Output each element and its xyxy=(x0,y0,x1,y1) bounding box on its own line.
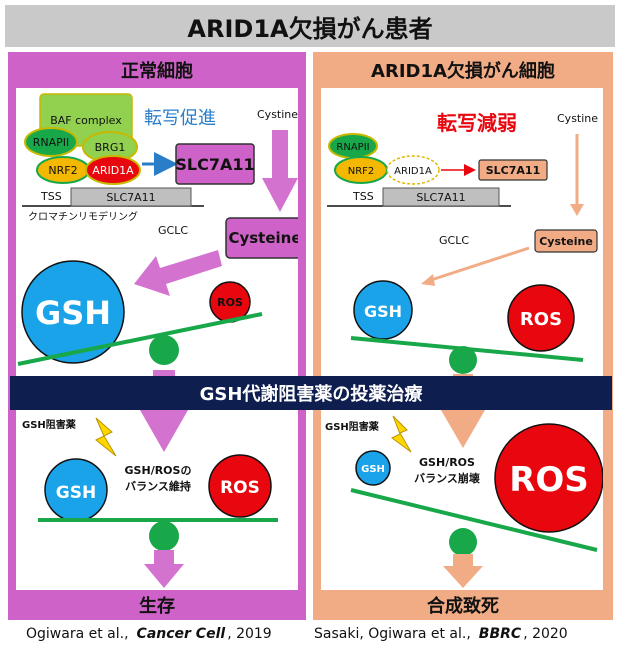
balance-maintained-line2: バランス維持 xyxy=(125,479,191,493)
citation-right-year: , 2020 xyxy=(523,626,568,642)
gsh-small-label: GSH xyxy=(361,464,385,475)
normal-cell-panel: 正常細胞 BAF complex RNAPII BRG1 NRF2 ARID1A xyxy=(8,52,306,620)
arid1a-label: ARID1A xyxy=(394,166,432,177)
gene-label: SLC7A11 xyxy=(106,191,155,204)
slc7a11-protein-box xyxy=(478,159,548,181)
rnapii-label: RNAPII xyxy=(336,142,369,153)
reduce-label: 転写減弱 xyxy=(437,111,517,135)
gclc-label: GCLC xyxy=(158,224,188,237)
ros-label: ROS xyxy=(217,296,243,309)
promote-label: 転写促進 xyxy=(144,108,216,129)
citation-right-authors: Sasaki, Ogiwara et al., xyxy=(314,626,471,642)
citation-right-journal: BBRC xyxy=(478,626,522,642)
survival-arrow-head xyxy=(144,564,184,588)
arid1a-deficient-diagram: RNAPII NRF2 ARID1A 転写減弱 SLC7A11 TSS SLC7… xyxy=(325,111,604,588)
lightning-icon xyxy=(95,417,117,457)
arid1a-deficient-footer: 合成致死 xyxy=(427,596,499,617)
cystine-arrow-head xyxy=(570,204,584,216)
slc7a11-protein-label: SLC7A11 xyxy=(486,164,540,177)
balance-collapse-line2: バランス崩壊 xyxy=(414,471,481,485)
balance-beam xyxy=(17,312,263,366)
normal-cell-footer: 生存 xyxy=(139,596,175,617)
cystine-label: Cystine xyxy=(257,108,298,121)
ros-small-circle xyxy=(208,454,272,518)
balance-collapse-line1: GSH/ROS xyxy=(419,456,475,469)
normal-cell-header: 正常細胞 xyxy=(121,61,193,82)
balance-pivot xyxy=(449,346,477,374)
brg1-label: BRG1 xyxy=(95,141,126,154)
inhibitor-label: GSH阻害薬 xyxy=(325,420,380,433)
normal-cell-diagram: BAF complex RNAPII BRG1 NRF2 ARID1A 転写促進… xyxy=(17,93,305,588)
gsh-small-label: GSH xyxy=(56,483,96,503)
balance-pivot-2 xyxy=(149,521,179,551)
ros-large-label: ROS xyxy=(509,460,589,500)
gene-box xyxy=(382,187,500,207)
balance-pivot xyxy=(149,335,179,365)
ros-label: ROS xyxy=(520,309,562,330)
arid1a-label: ARID1A xyxy=(92,164,134,177)
treatment-banner: GSH代謝阻害薬の投薬治療 xyxy=(10,376,612,410)
arid1a-deficient-content: RNAPII NRF2 ARID1A 転写減弱 SLC7A11 TSS SLC7… xyxy=(321,88,604,590)
gsh-label: GSH xyxy=(364,302,402,321)
gsh-circle xyxy=(21,260,125,364)
chromatin-remodeling-label: クロマチンリモデリング xyxy=(28,210,138,223)
balance-maintained-line1: GSH/ROSの xyxy=(125,464,192,477)
normal-cell-content: BAF complex RNAPII BRG1 NRF2 ARID1A 転写促進… xyxy=(16,88,305,590)
citation-left-year: , 2019 xyxy=(227,626,272,642)
baf-complex-label: BAF complex xyxy=(50,114,122,127)
gsh-label: GSH xyxy=(35,294,111,332)
cystine-label: Cystine xyxy=(557,112,598,125)
ros-circle xyxy=(507,284,575,352)
nrf2-label: NRF2 xyxy=(348,166,375,177)
cysteine-box xyxy=(534,229,598,253)
gene-box xyxy=(70,187,192,207)
citation-left-journal: Cancer Cell xyxy=(136,626,226,642)
page-title: ARID1A欠損がん患者 xyxy=(5,5,615,47)
lightning-icon xyxy=(391,415,412,453)
treatment-arrow-head xyxy=(441,410,485,448)
arid1a-oval xyxy=(85,155,141,185)
rnapii-label: RNAPII xyxy=(33,136,70,149)
tss-label: TSS xyxy=(40,190,62,203)
gclc-label: GCLC xyxy=(439,234,469,247)
gsh-small-circle xyxy=(355,450,391,486)
citation-left-authors: Ogiwara et al., xyxy=(26,626,129,642)
gsh-circle xyxy=(353,280,413,340)
rnapii-oval xyxy=(24,127,78,157)
treatment-arrow-head xyxy=(140,410,188,452)
gene-label: SLC7A11 xyxy=(416,191,465,204)
citation-right: Sasaki, Ogiwara et al., BBRC , 2020 xyxy=(314,622,568,646)
arid1a-deficient-panel: ARID1A欠損がん細胞 RNAPII NRF2 ARID1A 転写減弱 SLC… xyxy=(313,52,613,620)
cystine-arrow xyxy=(262,130,298,212)
nrf2-label: NRF2 xyxy=(48,164,77,177)
balance-pivot-2 xyxy=(449,528,477,556)
arid1a-deficient-header: ARID1A欠損がん細胞 xyxy=(371,61,555,82)
gclc-arrow-stem xyxy=(430,246,530,282)
lethality-arrow-head xyxy=(443,566,483,588)
ros-small-label: ROS xyxy=(220,478,260,498)
survival-arrow-stem xyxy=(154,550,174,564)
slc7a11-protein-box xyxy=(175,143,255,185)
cysteine-label: Cysteine xyxy=(228,229,298,247)
gclc-arrow xyxy=(134,250,222,296)
cysteine-label: Cysteine xyxy=(539,235,593,248)
inhibitor-label: GSH阻害薬 xyxy=(22,418,77,431)
citation-left: Ogiwara et al., Cancer Cell , 2019 xyxy=(26,622,272,646)
slc7a11-protein-label: SLC7A11 xyxy=(175,155,254,174)
arid1a-missing-oval xyxy=(386,155,440,185)
gclc-arrow-head xyxy=(421,274,435,286)
balance-beam-2 xyxy=(350,488,598,552)
tss-label: TSS xyxy=(352,190,374,203)
lethality-arrow-stem xyxy=(453,554,473,566)
